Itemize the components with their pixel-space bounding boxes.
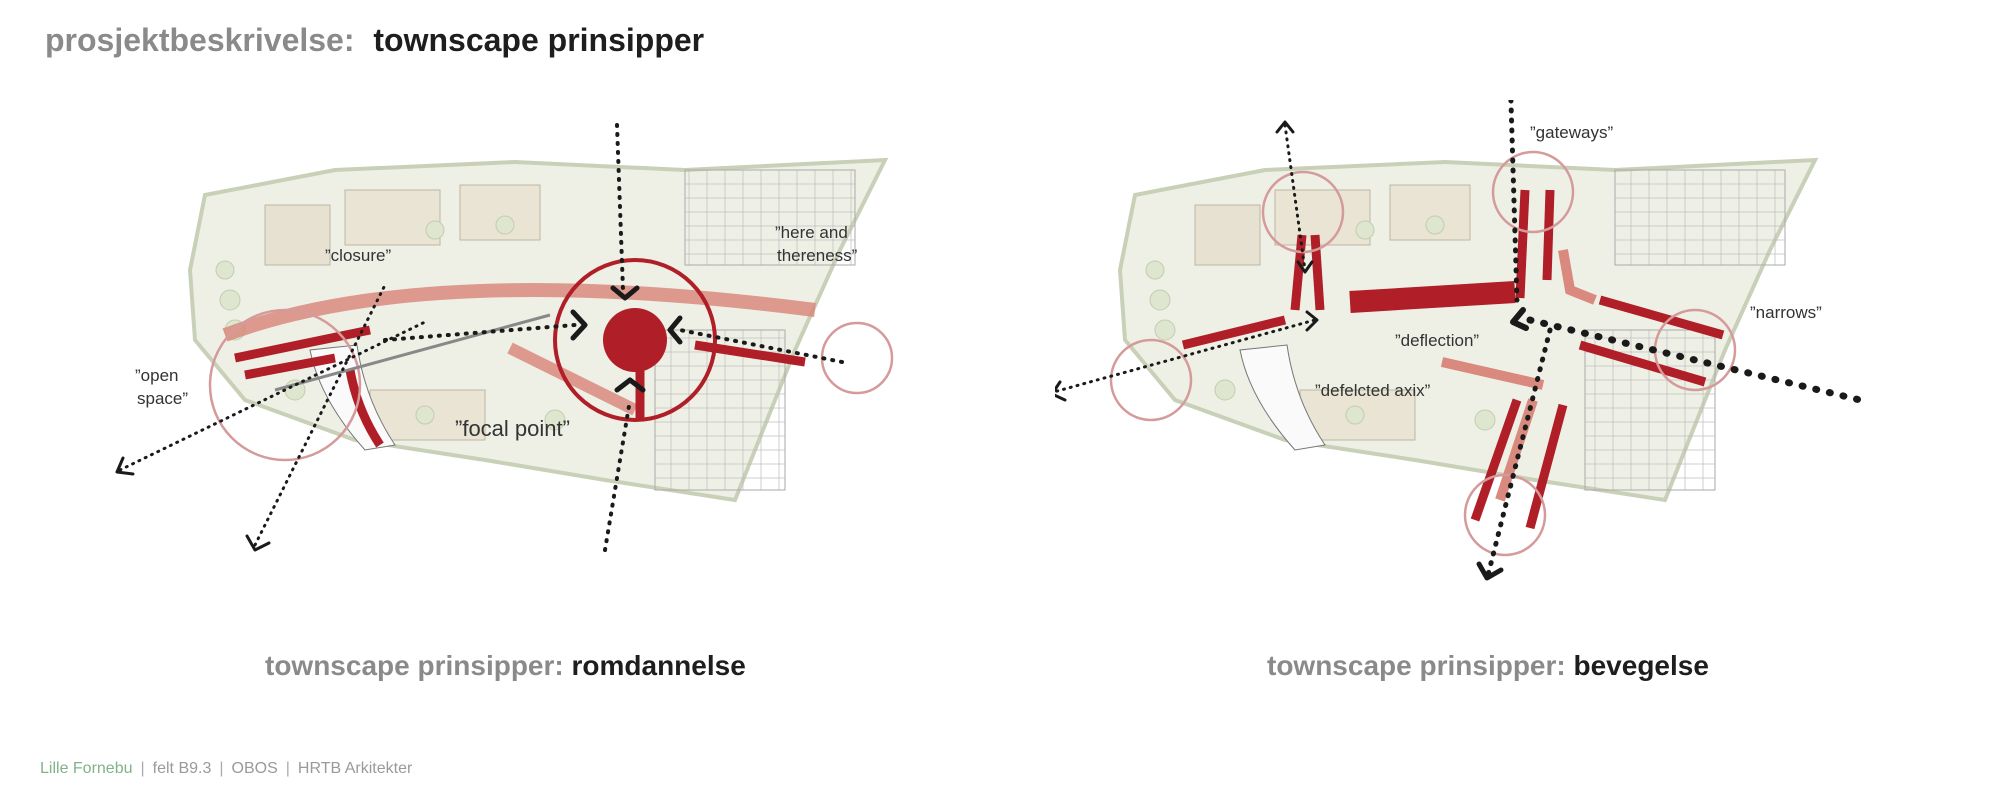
bevegelse-site-plan (1055, 100, 1864, 581)
romdannelse-diagram: ”closure” ”here and thereness” ”open spa… (95, 100, 975, 620)
arrow-head (614, 377, 646, 393)
street-bar-red (1525, 403, 1568, 530)
romdannelse-site-plan (115, 123, 894, 552)
dotted-arrow (603, 398, 632, 552)
arrow-head (610, 285, 640, 301)
footer-architect: HRTB Arkitekter (297, 760, 413, 777)
street-arc-light (222, 283, 816, 342)
arrow-head (1305, 310, 1319, 332)
label-open-line2: space” (137, 389, 189, 408)
footer-project: Lille Fornebu (40, 760, 133, 777)
arrow-head (1296, 260, 1314, 274)
page-title-main: townscape prinsipper (373, 22, 705, 58)
building-block (1274, 189, 1371, 246)
footer: Lille Fornebu|felt B9.3|OBOS|HRTB Arkite… (40, 760, 413, 777)
here-thereness-circle (820, 321, 894, 395)
arrow-head (1510, 307, 1529, 331)
dotted-arrow (1485, 327, 1553, 578)
label-narrows: ”narrows” (1750, 303, 1822, 322)
parking-grid (1614, 169, 1786, 266)
street-bar-red (1181, 315, 1287, 350)
label-here-line2: thereness” (777, 246, 858, 265)
footer-field: felt B9.3 (152, 760, 212, 777)
caption-romdannelse: townscape prinsipper: romdannelse (265, 650, 746, 682)
arrow-head (570, 309, 588, 341)
focal-point-dot (603, 308, 667, 372)
caption-bevegelse: townscape prinsipper: bevegelse (1267, 650, 1709, 682)
label-here-line1: ”here and (775, 223, 848, 242)
arrow-head (1055, 380, 1067, 402)
street-bar-red (234, 325, 371, 363)
arrow-head (667, 315, 683, 345)
open-space-circle (208, 308, 362, 462)
arrow-head (1275, 120, 1295, 134)
caption-title: romdannelse (571, 650, 746, 681)
page-title: prosjektbeskrivelse: townscape prinsippe… (45, 22, 704, 59)
arrow-head (245, 534, 271, 552)
page-title-prefix: prosjektbeskrivelse: (45, 22, 355, 58)
street-bar-red (1310, 234, 1325, 311)
label-focal-point: ”focal point” (455, 416, 570, 441)
building-block (1194, 204, 1261, 266)
arrow-head (115, 456, 135, 476)
building-block (264, 204, 331, 266)
label-open-line1: ”open (135, 366, 179, 385)
gateway-circle (1463, 473, 1547, 557)
label-gateways: ”gateways” (1530, 123, 1614, 142)
street-bar-red (1542, 189, 1555, 281)
street-bar-red (345, 369, 384, 448)
gateway-circle (1109, 338, 1193, 422)
street-link-light (507, 342, 638, 416)
building-block (344, 189, 441, 246)
street-bar-red (1515, 189, 1530, 299)
street-bar-red (1598, 295, 1725, 340)
label-deflection: ”deflection” (1395, 331, 1480, 350)
street-bar-red (1578, 340, 1707, 387)
street-link-light (1558, 249, 1597, 305)
label-closure: ”closure” (325, 246, 392, 265)
arrow-head (1476, 561, 1504, 581)
caption-title: bevegelse (1573, 650, 1709, 681)
street-bar-red (1470, 398, 1522, 522)
gateway-circle (1491, 150, 1575, 234)
grey-axis (274, 313, 551, 392)
parking-grid (684, 169, 856, 266)
dotted-arrow (253, 283, 387, 547)
street-bar-red (1290, 234, 1307, 311)
dotted-arrow (615, 123, 625, 292)
caption-prefix: townscape prinsipper: (1267, 650, 1566, 681)
focal-circle-outer (553, 258, 717, 422)
dotted-arrow (1508, 100, 1520, 303)
dotted-arrow (118, 320, 427, 472)
footer-client: OBOS (231, 760, 278, 777)
label-deflected-axix: ”defelcted axix” (1315, 381, 1431, 400)
dotted-arrow (678, 328, 844, 364)
street-bar-red (1349, 281, 1516, 313)
street-bar-red (244, 353, 336, 380)
dotted-arrow (1526, 316, 1864, 404)
bevegelse-diagram: ”gateways” ”narrows” ”deflection” ”defel… (1055, 100, 1935, 620)
curved-building (1239, 344, 1326, 451)
caption-prefix: townscape prinsipper: (265, 650, 564, 681)
street-link-light (1440, 357, 1545, 390)
